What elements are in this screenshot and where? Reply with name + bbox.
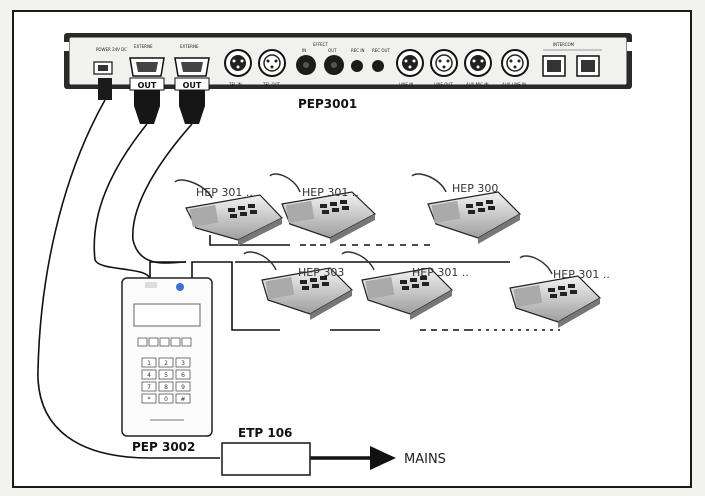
key-hash: # xyxy=(180,396,185,403)
port-label-line-in: LINE IN xyxy=(399,82,413,87)
port-label-tel-in: TEL IN xyxy=(228,82,242,87)
key-5: 5 xyxy=(164,372,168,379)
port-label-externe-1: EXTERNE xyxy=(134,44,153,49)
db9-connector-1 xyxy=(129,57,165,77)
controller-label: PEP 3002 xyxy=(132,440,195,454)
xlr-connector-line-in xyxy=(396,49,424,77)
key-1: 1 xyxy=(147,360,151,367)
out-label-2: OUT xyxy=(183,81,202,90)
desk-unit-label-6: HEP 301 .. xyxy=(553,268,610,281)
db9-plug-2 xyxy=(179,90,205,124)
desk-unit-2 xyxy=(269,173,377,244)
db9-plug-1 xyxy=(134,90,160,124)
key-8: 8 xyxy=(164,384,168,391)
mains-arrow-icon xyxy=(370,446,396,470)
key-3: 3 xyxy=(181,360,185,367)
rack-ear-hole xyxy=(64,42,69,51)
desk-unit-4 xyxy=(243,251,353,320)
etp106-box xyxy=(221,442,311,476)
key-2: 2 xyxy=(164,360,168,367)
xlr-connector-line-out xyxy=(430,49,458,77)
controller-display xyxy=(133,303,201,327)
jack-rec-out xyxy=(372,60,384,72)
port-label-rec-in: REC IN xyxy=(351,48,365,53)
desk-unit-6 xyxy=(509,255,601,328)
cable-to-desks xyxy=(132,123,193,264)
cable-controller xyxy=(93,123,151,281)
controller-function-keys xyxy=(137,337,192,347)
cables xyxy=(37,99,560,460)
key-6: 6 xyxy=(181,372,185,379)
port-label-effect-in: IN xyxy=(302,48,306,53)
port-label-intercom: INTERCOM xyxy=(553,42,575,47)
desk-unit-label-3: HEP 300 xyxy=(452,182,498,195)
mains-label: MAINS xyxy=(404,452,446,467)
xlr-connector-tel-out xyxy=(258,49,286,77)
controller-keypad: 1 2 3 4 5 6 7 8 9 * 0 # xyxy=(141,357,191,404)
port-label-tel-out: TEL OUT xyxy=(262,82,281,87)
xlr-connector-aux-mic-in xyxy=(464,49,492,77)
key-star: * xyxy=(148,396,151,403)
port-label-aux-mic-in: AUX MIC IN xyxy=(466,82,489,87)
controller-body xyxy=(121,277,213,437)
desk-unit-label-5: HEP 301 .. xyxy=(412,266,469,279)
desk-unit-5 xyxy=(341,251,453,320)
key-9: 9 xyxy=(181,384,185,391)
jack-rec-in xyxy=(351,60,363,72)
port-label-externe-2: EXTERNE xyxy=(180,44,199,49)
desk-unit-1 xyxy=(174,179,283,246)
key-7: 7 xyxy=(147,384,151,391)
port-label-aux-line-in: AUX LINE IN xyxy=(502,82,526,87)
controller-logo-icon xyxy=(176,283,184,291)
controller-pep3002: 1 2 3 4 5 6 7 8 9 * 0 # xyxy=(121,277,213,437)
desk-unit-label-2: HEP 301 .. xyxy=(302,186,359,199)
desk-unit-3 xyxy=(411,173,521,244)
power-socket-pin xyxy=(98,65,108,71)
cable-power xyxy=(37,99,220,459)
port-label-line-out: LINE OUT xyxy=(434,82,453,87)
key-0: 0 xyxy=(164,396,168,403)
db9-connector-2 xyxy=(174,57,210,77)
rack-ear-hole xyxy=(627,42,632,51)
desk-unit-label-4: HEP 303 xyxy=(298,266,344,279)
power-plug xyxy=(98,78,112,100)
out-label-1: OUT xyxy=(138,81,157,90)
port-label-effect: EFFECT xyxy=(313,42,328,47)
xlr-connector-aux-line-in xyxy=(501,49,529,77)
rack-name: PEP3001 xyxy=(298,97,357,111)
desk-unit-label-1: HEP 301 .. xyxy=(196,186,253,199)
port-label-rec-out: REC OUT xyxy=(372,48,390,53)
etp106-label: ETP 106 xyxy=(238,426,292,440)
port-label-effect-out: OUT xyxy=(328,48,337,53)
key-4: 4 xyxy=(147,372,151,379)
xlr-connector-tel-in xyxy=(224,49,252,77)
rack-unit: POWER 24V DC EXTERNE EXTERNE TEL IN TEL … xyxy=(64,33,632,89)
port-label-power: POWER 24V DC xyxy=(96,47,127,52)
cable-row-2 xyxy=(191,261,280,331)
